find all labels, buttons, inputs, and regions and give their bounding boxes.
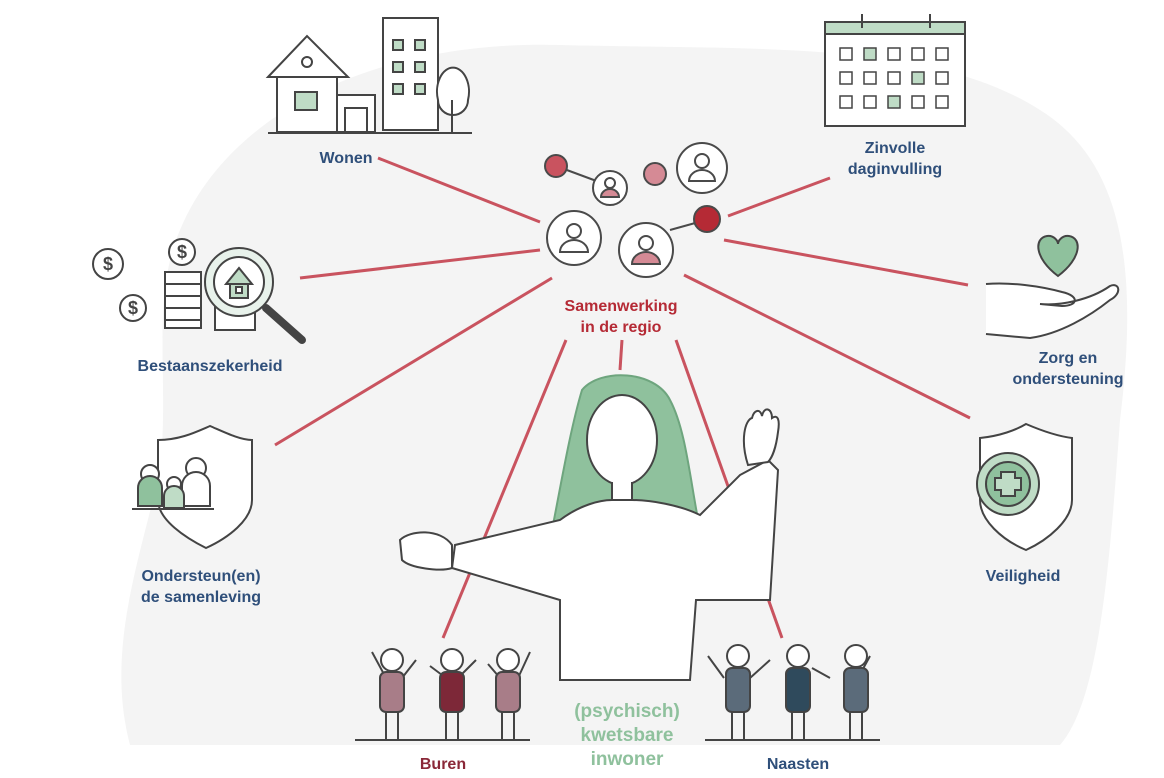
label-naasten: Naasten [766,756,830,773]
line-veiligheid [683,273,971,420]
label-ondersteunen-samenleving: Ondersteun(en) de samenleving [140,568,262,606]
line-buren [441,339,568,639]
community-shield-icon [132,424,253,550]
person-naasten-2 [785,644,811,740]
line-samenleving [274,276,553,447]
line-bestaanszekerheid [299,248,541,280]
person-icon [618,222,674,278]
label-bestaanszekerheid: Bestaanszekerheid [137,358,283,375]
svg-text:$: $ [177,242,187,262]
line-wonen [377,156,541,224]
collaboration-network [544,142,728,278]
calendar-icon [824,14,966,127]
person-naasten-1 [725,644,751,740]
person-buren-3 [495,648,521,740]
person-buren-2 [439,648,465,740]
dollar-symbols: $ $ $ [103,242,187,318]
label-buren: Buren [419,756,467,773]
node-red-2 [693,205,721,233]
person-icon [546,210,602,266]
person-buren-1 [379,648,405,740]
node-red-1 [544,154,568,178]
label-wonen: Wonen [319,150,373,167]
woman-figure [398,374,780,681]
housing-icon [265,17,472,134]
heart-hand-icon [985,234,1120,340]
svg-text:$: $ [103,254,113,274]
person-icon [592,170,628,206]
line-zorg [723,238,969,287]
label-kwetsbare-inwoner: (psychisch) kwetsbare inwoner [574,701,680,770]
label-zinvolle-daginvulling: Zinvolle daginvulling [847,140,943,178]
label-zorg-en-ondersteuning: Zorg en ondersteuning [1012,350,1124,388]
buren-group [355,648,531,741]
person-naasten-3 [843,644,869,740]
node-blush [643,162,667,186]
label-veiligheid: Veiligheid [985,568,1061,585]
line-inwoner [618,339,624,371]
svg-text:$: $ [128,298,138,318]
money-search-icon [92,238,306,344]
person-icon [676,142,728,194]
label-samenwerking: Samenwerking in de regio [564,298,678,336]
safety-shield-icon [976,422,1073,552]
line-daginvulling [727,176,831,218]
naasten-group [705,644,880,741]
